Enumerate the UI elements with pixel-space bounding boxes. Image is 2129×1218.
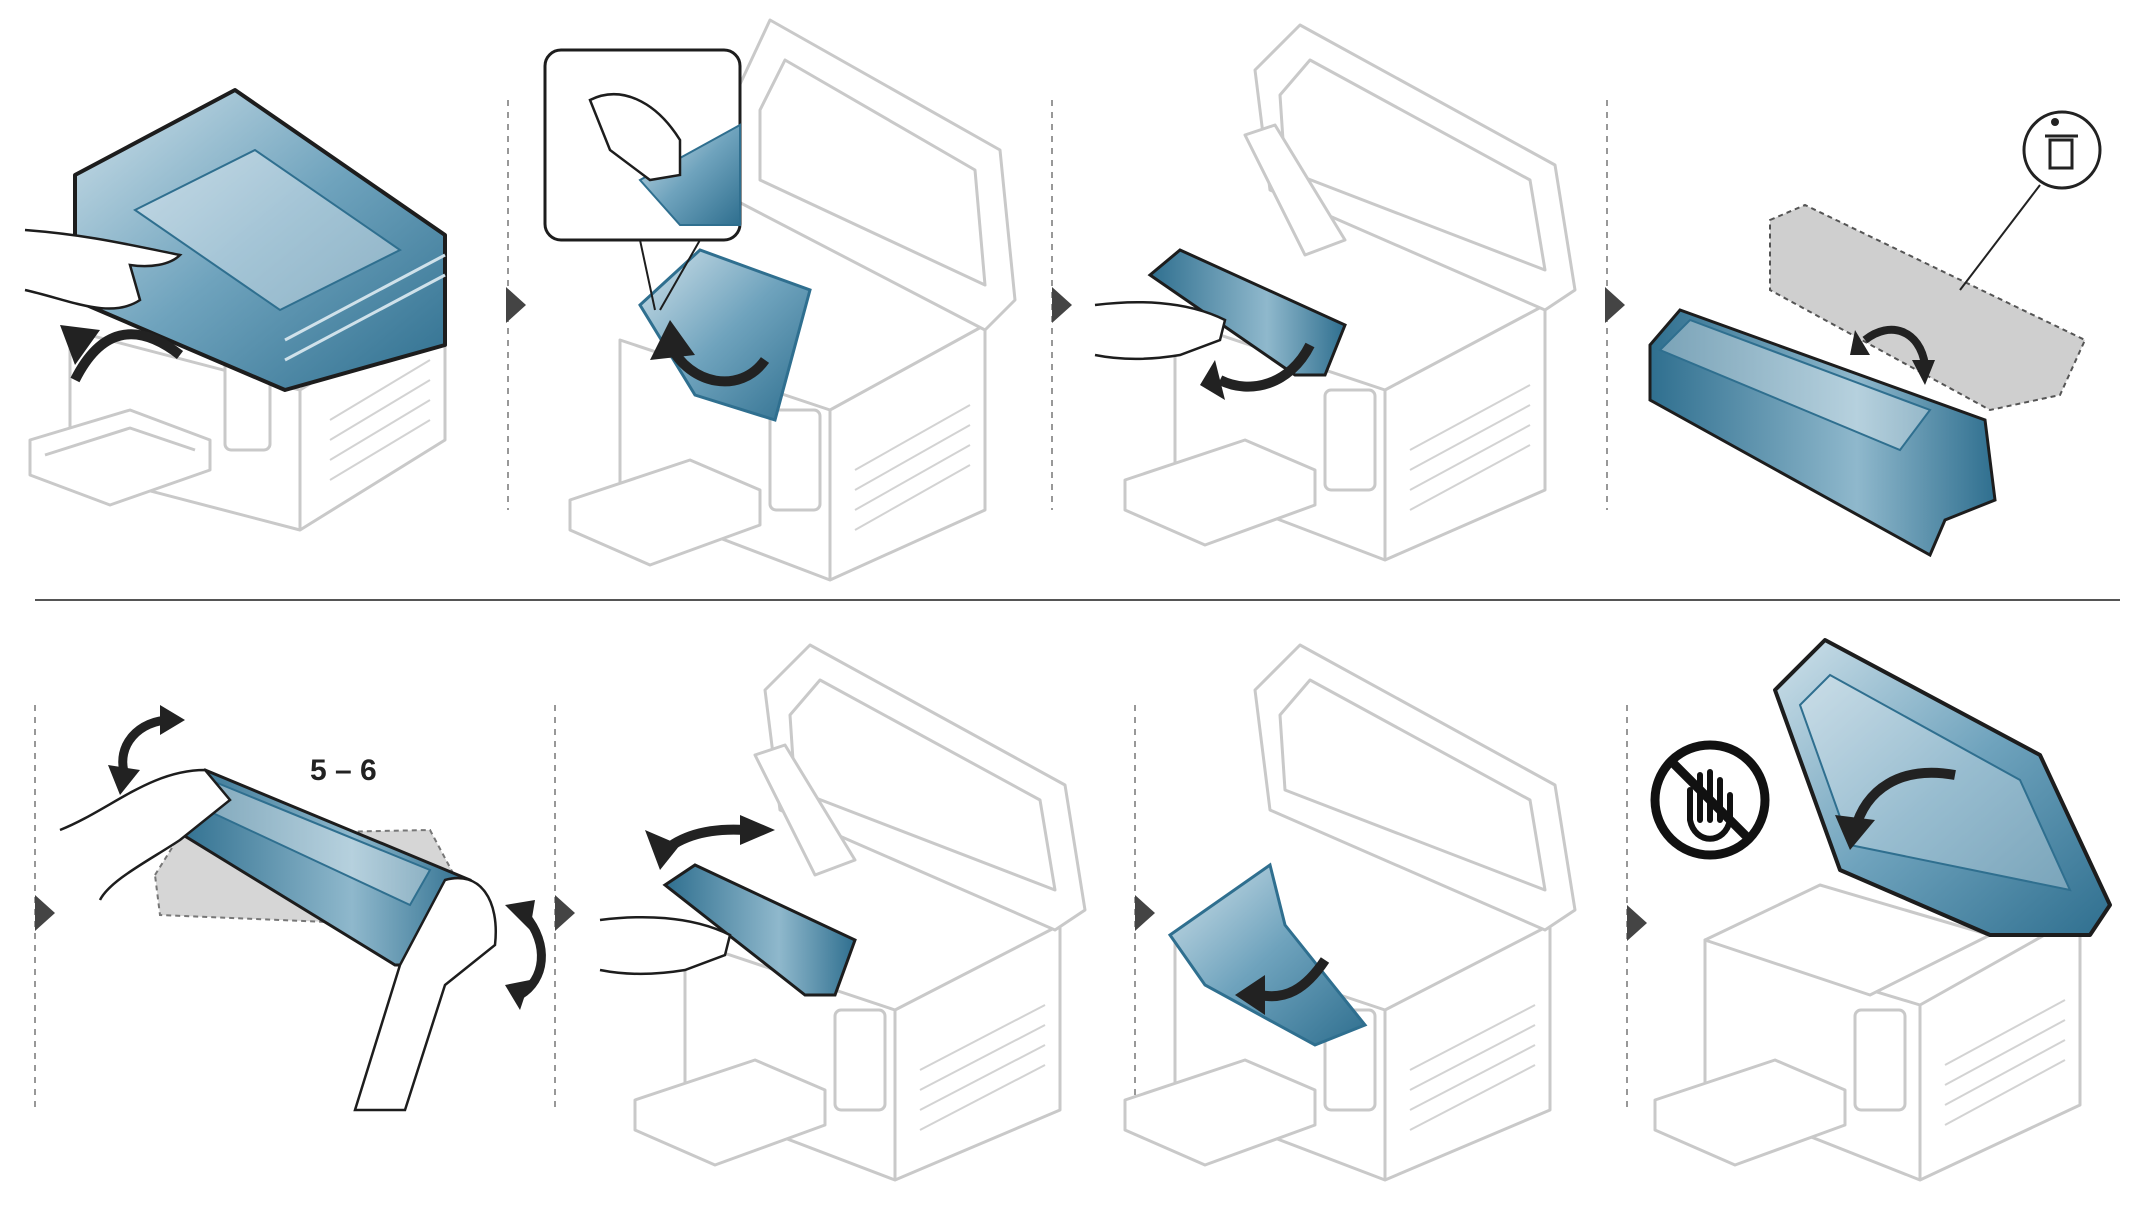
next-step-arrow <box>506 287 526 323</box>
printer-body <box>633 643 1087 1182</box>
printer-body <box>1123 643 1577 1182</box>
next-step-arrow <box>1052 287 1072 323</box>
next-step-arrow <box>1605 287 1625 323</box>
swap-arrow-icon <box>1862 325 1929 366</box>
old-cartridge-outline <box>1769 203 2087 412</box>
inner-cover <box>1167 862 1368 1047</box>
next-step-arrow <box>555 895 575 931</box>
detail-callout <box>543 48 742 311</box>
printer-body <box>1653 883 2082 1182</box>
hand <box>599 915 732 975</box>
scanner-lid <box>1773 638 2112 937</box>
toner-cartridge <box>1147 248 1347 377</box>
step-4-dispose-old-cartridge <box>1648 110 2102 558</box>
step-6-insert-cartridge <box>599 643 1087 1182</box>
hand <box>1094 300 1227 360</box>
step-7-close-inner-cover <box>1123 643 1577 1182</box>
lift-arrow-icon <box>70 329 184 383</box>
shake-arrow-icon <box>517 912 546 999</box>
hand <box>24 228 183 310</box>
rotate-arrow-icon <box>665 342 770 387</box>
trash-can-icon <box>2022 110 2102 190</box>
close-arrow-icon <box>1259 957 1330 1002</box>
step-2-open-inner-cover <box>543 18 1017 582</box>
step-5-shake-new-cartridge: 5 – 6 <box>59 705 546 1112</box>
new-cartridge <box>1648 308 1997 558</box>
hand <box>588 93 682 182</box>
step-arrows <box>35 287 1647 941</box>
next-step-arrow <box>35 895 55 931</box>
printer-body <box>1123 23 1577 562</box>
no-touch-hand-icon <box>1650 740 1770 860</box>
pull-arrow-icon <box>1217 342 1315 392</box>
step-label: 5 – 6 <box>310 754 377 787</box>
step-3-remove-old-cartridge <box>1094 23 1577 562</box>
step-8-close-scanner-lid <box>1650 638 2112 1182</box>
hand <box>353 876 498 1112</box>
close-arrow-icon <box>1850 767 1956 832</box>
printer-body <box>28 298 447 532</box>
hand <box>59 768 232 901</box>
toner-cartridge <box>662 863 857 997</box>
next-step-arrow <box>1627 905 1647 941</box>
next-step-arrow <box>1135 895 1155 931</box>
step-1-open-scanner-lid <box>24 88 447 532</box>
